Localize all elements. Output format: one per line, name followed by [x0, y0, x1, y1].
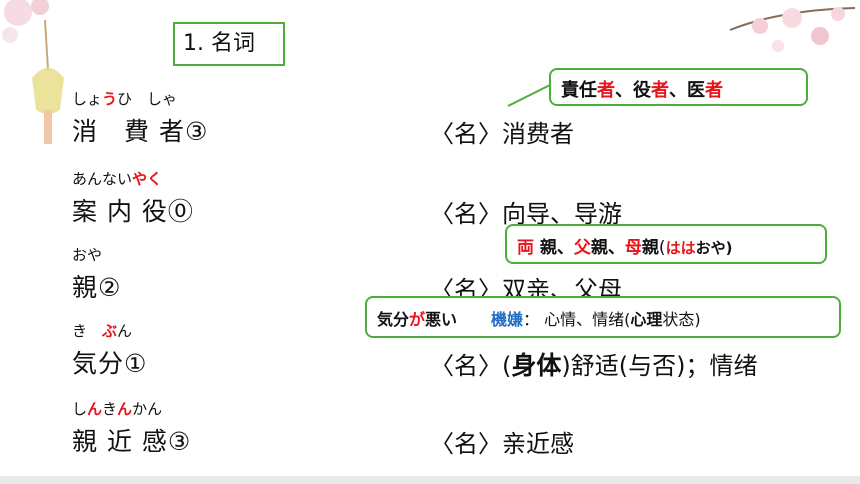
- callout-text: 気分: [377, 310, 410, 329]
- callout-text: 親、: [590, 238, 625, 258]
- definition-emphasis: 身体: [511, 351, 562, 380]
- entry-word: 消 費 者③: [72, 117, 209, 146]
- ruby-part: しょ: [72, 90, 103, 108]
- callout-blue-term: 機嫌: [491, 310, 524, 329]
- callout-emphasis: 心理: [630, 310, 663, 329]
- ruby-part-highlight: ん: [117, 400, 133, 418]
- callout-pointer: [507, 83, 553, 107]
- entry-ruby: き ぶん: [72, 320, 132, 341]
- definition-text: 〈名〉(: [430, 352, 512, 380]
- callout-highlight: 母: [624, 238, 642, 258]
- callout-text: 親: [641, 238, 659, 258]
- callout-box-oya: 両 親、父親、母親(ははおや): [505, 224, 827, 264]
- entry-word: 親 近 感③: [72, 427, 192, 456]
- entry-ruby: しんきんかん: [72, 398, 162, 419]
- ruby-part: あんない: [72, 170, 133, 188]
- ruby-part-highlight: う: [102, 90, 118, 108]
- callout-highlight: が: [409, 310, 426, 329]
- callout-highlight: 者: [651, 80, 669, 101]
- callout-highlight: 両: [517, 238, 534, 258]
- entry-definition: 〈名〉亲近感: [430, 430, 574, 458]
- ruby-part: かん: [132, 400, 163, 418]
- ruby-part: き: [102, 400, 118, 418]
- callout-box-kibun: 気分が悪い 機嫌： 心情、情绪(心理状态): [365, 296, 841, 338]
- callout-text: (: [658, 238, 666, 258]
- callout-text: 、役: [615, 80, 651, 101]
- callout-highlight: はは: [665, 239, 696, 257]
- callout-text: 親、: [534, 238, 574, 258]
- ruby-part-highlight: やく: [132, 170, 163, 188]
- entry-definition: 〈名〉向导、导游: [430, 200, 622, 228]
- entry-definition: 〈名〉(身体)舒适(与否)；情绪: [430, 346, 757, 382]
- cherry-blossom-decoration-left: [2, 0, 64, 144]
- callout-highlight: 者: [597, 80, 615, 101]
- ruby-part: し: [72, 400, 88, 418]
- ruby-part-highlight: ぶ: [102, 322, 118, 340]
- callout-text: 状态): [662, 310, 701, 329]
- callout-highlight: 者: [705, 80, 723, 101]
- entry-ruby: あんないやく: [72, 168, 162, 189]
- callout-text: ： 心情、情绪(: [523, 310, 631, 329]
- entry-ruby: しょうひ しゃ: [72, 88, 177, 109]
- ruby-part: ひ しゃ: [117, 90, 178, 108]
- entry-word: 親②: [72, 273, 122, 302]
- callout-text: 悪い: [425, 310, 458, 329]
- cherry-blossom-decoration-right: [729, 7, 856, 52]
- entry-word: 気分①: [72, 349, 148, 378]
- ruby-part: ん: [117, 322, 133, 340]
- entry-ruby: おや: [72, 244, 102, 265]
- entry-definition: 〈名〉消费者: [430, 120, 574, 148]
- callout-box-shaji: 責任者、役者、医者: [549, 68, 808, 106]
- bottom-bar: [0, 476, 860, 484]
- callout-highlight: 父: [573, 238, 591, 258]
- definition-text: )舒适(与否)；情绪: [561, 352, 758, 380]
- ruby-part-highlight: ん: [87, 400, 103, 418]
- ruby-part: おや: [72, 246, 103, 264]
- callout-text: おや): [695, 239, 733, 257]
- callout-text: 、医: [669, 80, 705, 101]
- ruby-part: き: [72, 322, 103, 340]
- section-title: 1. 名词: [173, 22, 285, 66]
- entry-word: 案 内 役⓪: [72, 197, 194, 226]
- callout-text: 責任: [561, 80, 597, 101]
